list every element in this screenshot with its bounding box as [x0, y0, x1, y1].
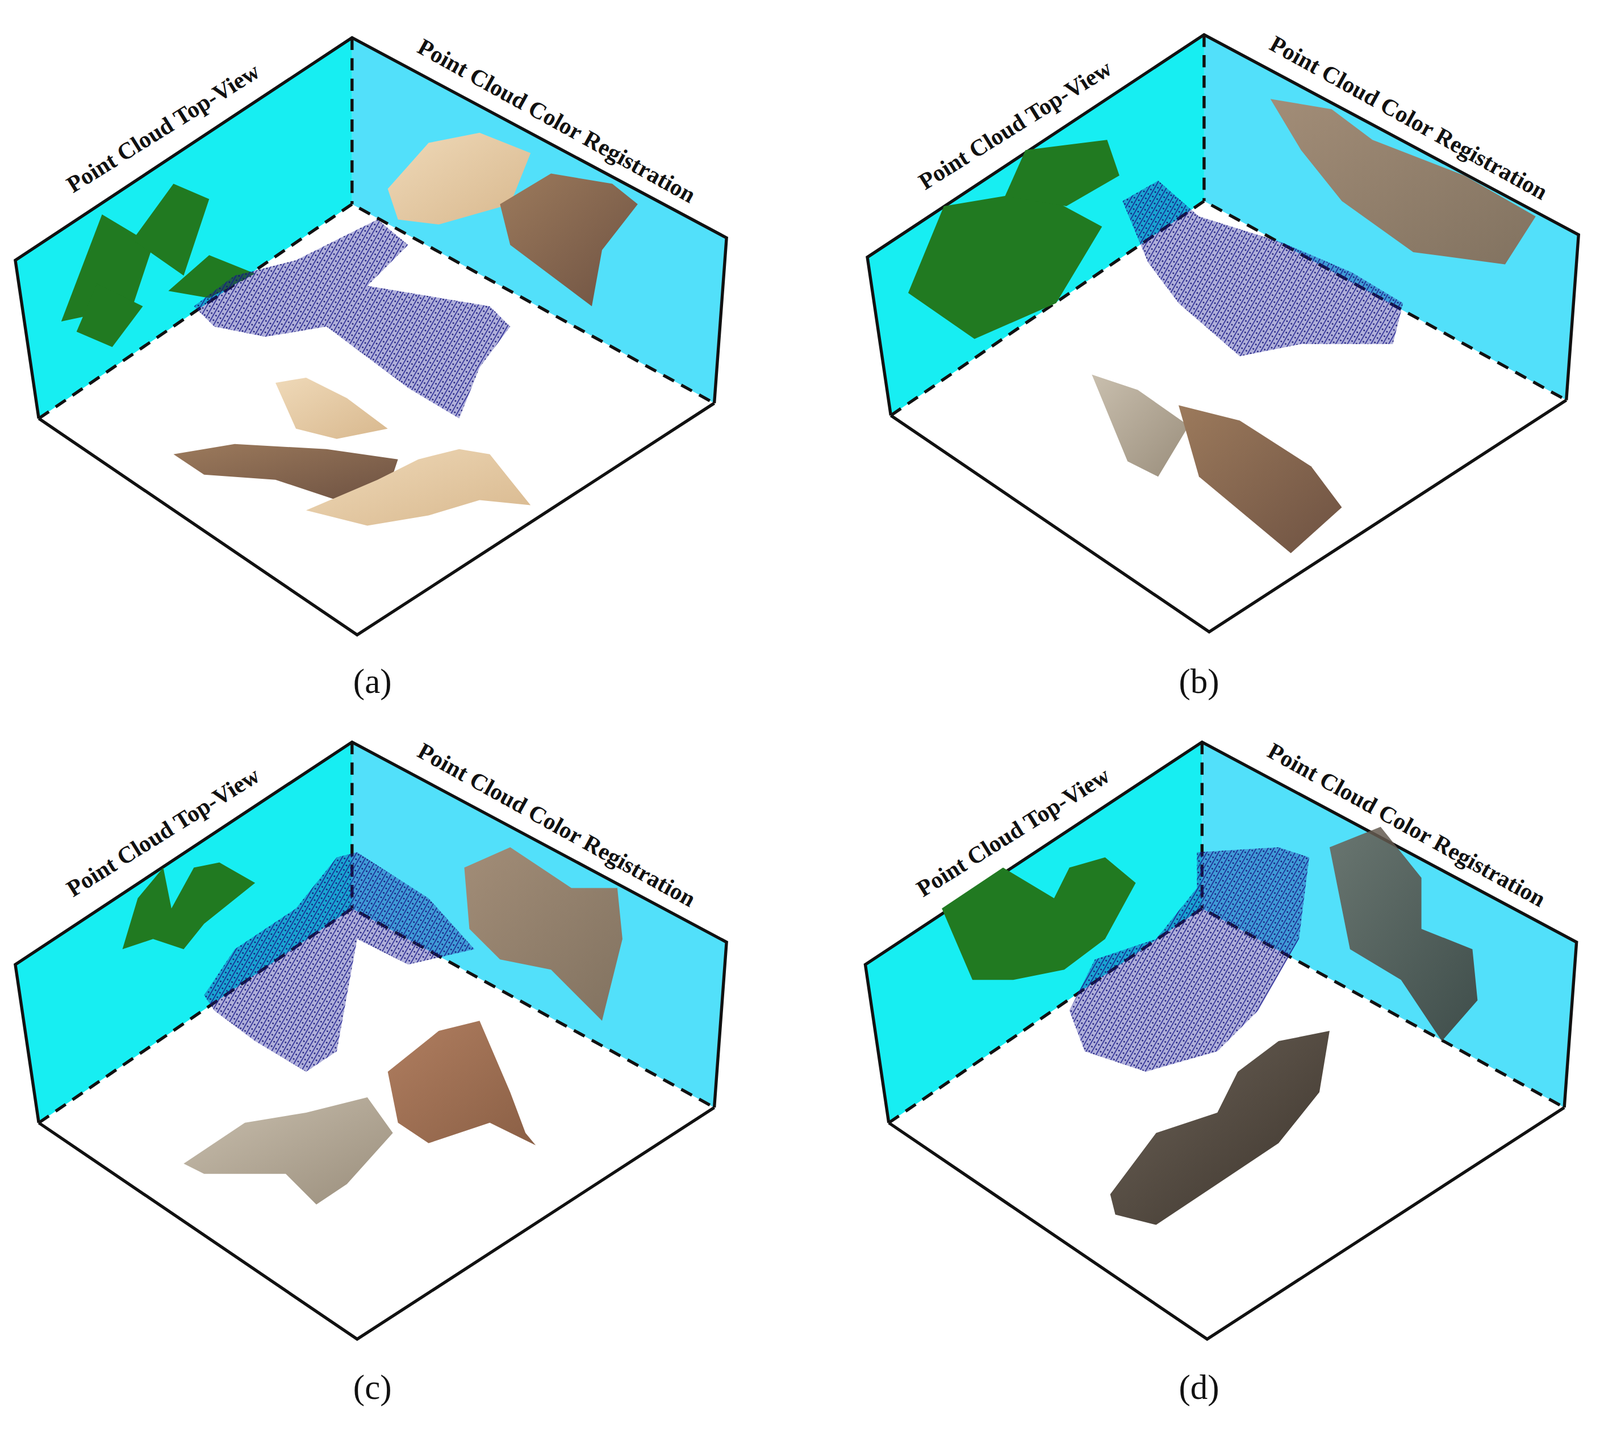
box-frame — [15, 37, 727, 635]
wall-label: Point Cloud Top-View — [63, 58, 265, 196]
moth-photo — [1091, 374, 1342, 554]
panel-b — [867, 34, 1579, 632]
wall-label: Point Cloud Color Registration — [413, 34, 699, 207]
wall-label: Point Cloud Color Registration — [1265, 31, 1551, 204]
panel-caption: (d) — [1178, 1370, 1219, 1406]
wall-label: Point Cloud Color Registration — [413, 738, 699, 911]
moth-photo — [1110, 1030, 1330, 1225]
moth-photo — [173, 377, 531, 526]
wall-label: Point Cloud Top-View — [912, 762, 1114, 901]
top-view — [122, 862, 256, 950]
panel-caption: (b) — [1178, 664, 1219, 700]
wall-label: Point Cloud Top-View — [915, 55, 1117, 194]
panel-d — [865, 742, 1577, 1340]
point-cloud — [1122, 180, 1403, 357]
moth-photo — [183, 1020, 536, 1205]
wall-label: Point Cloud Color Registration — [1263, 738, 1549, 911]
color-registration — [464, 847, 622, 1022]
box-frame — [867, 34, 1579, 632]
panel-caption: (a) — [353, 664, 392, 700]
box-frame — [865, 742, 1577, 1340]
box-frame — [15, 742, 727, 1340]
point-cloud — [193, 219, 511, 419]
panel-a — [15, 37, 727, 635]
point-cloud — [1069, 847, 1310, 1072]
panel-caption: (c) — [353, 1370, 392, 1406]
wall-label: Point Cloud Top-View — [63, 762, 265, 901]
panel-c — [15, 742, 727, 1340]
